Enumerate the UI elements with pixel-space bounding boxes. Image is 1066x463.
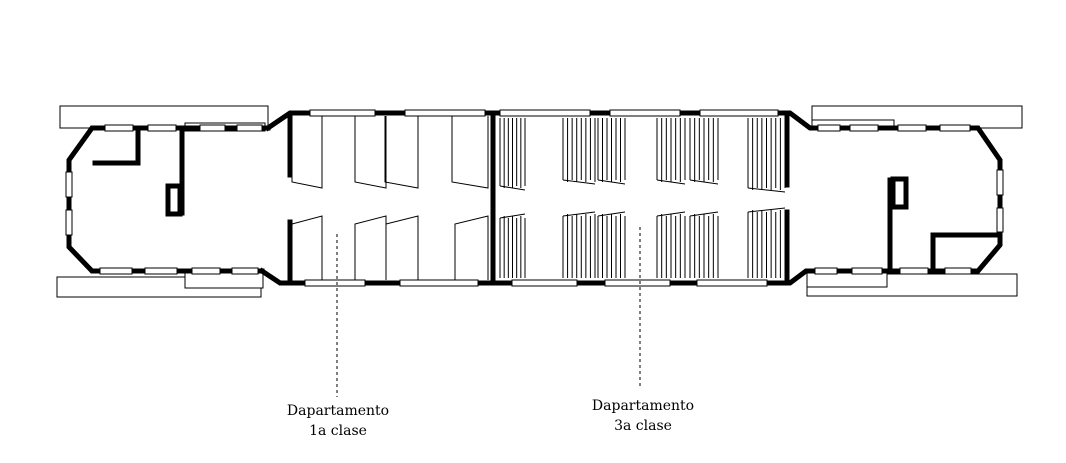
first-class-seat — [454, 215, 489, 280]
left-lavatory-wall — [92, 127, 141, 166]
window — [899, 267, 929, 275]
third-class-bench-edge — [562, 211, 596, 217]
label-first-class-line1: Dapartamento — [286, 403, 390, 419]
window — [849, 124, 879, 132]
window — [996, 207, 1004, 233]
third-class-bench-edge — [747, 187, 786, 193]
first-class-seats — [291, 116, 489, 280]
third-class-bench-edge — [499, 185, 526, 191]
label-first-class-line2: 1a clase — [309, 423, 367, 439]
third-class-bench-edge — [597, 179, 626, 185]
window — [65, 209, 73, 236]
third-class-bench-edge — [562, 179, 596, 185]
third-class-bench-edge — [656, 211, 686, 217]
window — [65, 171, 73, 198]
first-class-seat — [291, 116, 323, 189]
label-third-class-line2: 3a clase — [614, 418, 672, 434]
window — [99, 267, 133, 275]
window — [199, 124, 226, 132]
first-class-seat — [354, 215, 387, 280]
window — [696, 279, 768, 287]
third-class-bench-edge — [656, 179, 686, 185]
third-class-bench-edge — [689, 211, 719, 217]
third-class-bench-edge — [747, 207, 786, 213]
window — [304, 279, 366, 287]
window — [996, 169, 1004, 196]
window — [309, 109, 376, 117]
windows — [65, 109, 1004, 287]
first-class-seat — [451, 116, 489, 189]
window — [147, 124, 177, 132]
window — [236, 124, 263, 132]
window — [699, 109, 779, 117]
third-class-bench-edge — [597, 211, 626, 217]
third-class-seats — [499, 118, 786, 278]
window — [231, 267, 259, 275]
first-class-seat — [385, 215, 419, 280]
window — [499, 109, 591, 117]
third-class-bench-edge — [689, 179, 719, 185]
first-class-seat — [384, 116, 419, 189]
window — [814, 267, 838, 275]
right-lavatory-wall — [930, 232, 1001, 272]
window — [944, 267, 972, 275]
first-class-seat — [291, 215, 323, 280]
right-washbasin — [890, 176, 909, 210]
window — [191, 267, 221, 275]
window — [604, 279, 671, 287]
window — [144, 267, 178, 275]
label-first-class: Dapartamento 1a clase — [258, 401, 418, 441]
window — [609, 109, 681, 117]
window — [939, 124, 971, 132]
label-third-class: Dapartamento 3a clase — [563, 396, 723, 436]
third-class-bench-edge — [499, 213, 526, 219]
label-third-class-line1: Dapartamento — [591, 398, 695, 414]
window — [511, 279, 578, 287]
window — [851, 267, 883, 275]
window — [104, 124, 134, 132]
car-body — [66, 110, 1003, 286]
first-class-seat — [354, 116, 387, 189]
left-washbasin — [165, 183, 183, 217]
window — [897, 124, 927, 132]
window — [404, 109, 486, 117]
window — [817, 124, 841, 132]
window — [399, 279, 479, 287]
